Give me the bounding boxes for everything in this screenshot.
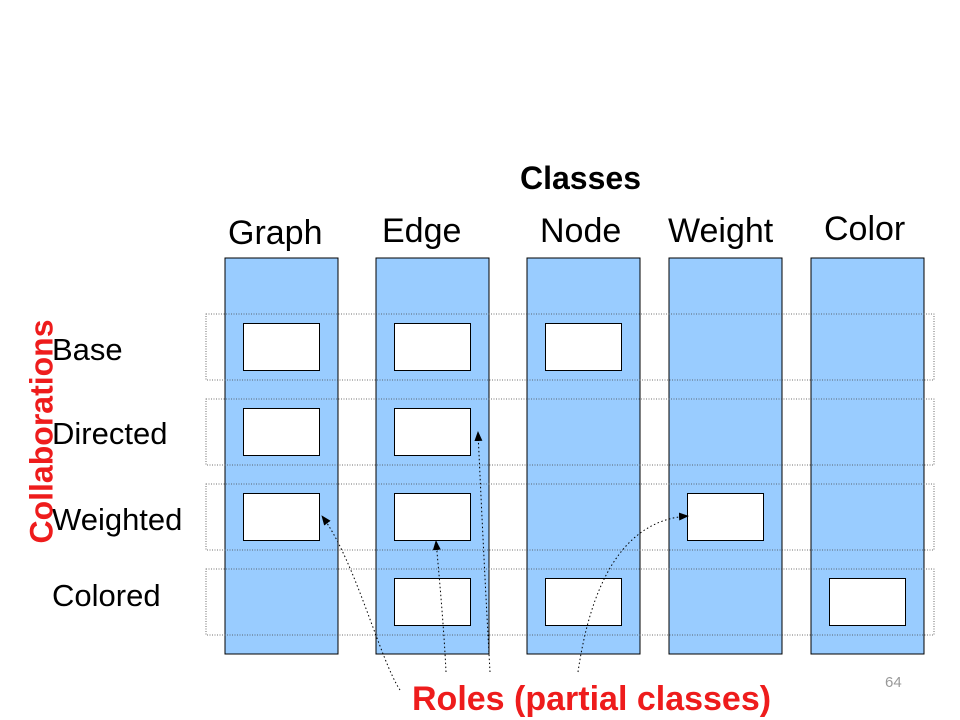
- role-box-graph-weighted: [243, 493, 320, 541]
- diagram-title: Classes: [520, 160, 641, 196]
- class-label-weight: Weight: [668, 212, 774, 250]
- role-box-edge-directed: [394, 408, 471, 456]
- role-box-edge-colored: [394, 578, 471, 626]
- arrow-to-graph-weighted: [321, 515, 401, 691]
- arrow-to-edge-weighted: [432, 540, 447, 673]
- collaboration-label-base: Base: [52, 332, 123, 367]
- collaboration-band-base: [205, 313, 935, 381]
- role-box-graph-base: [243, 323, 320, 371]
- role-box-node-base: [545, 323, 622, 371]
- collaboration-label-colored: Colored: [52, 578, 161, 613]
- class-label-color: Color: [824, 210, 906, 248]
- class-label-edge: Edge: [382, 212, 462, 250]
- class-column-weight: [668, 257, 783, 655]
- arrow-to-edge-directed: [474, 431, 491, 673]
- class-label-graph: Graph: [228, 214, 323, 252]
- role-box-color-colored: [829, 578, 906, 626]
- collaboration-band-directed: [205, 398, 935, 466]
- collaboration-label-directed: Directed: [52, 416, 168, 451]
- role-boxes: [243, 323, 906, 626]
- class-label-node: Node: [540, 212, 622, 250]
- role-pointer-arrows: [321, 431, 689, 691]
- role-box-graph-directed: [243, 408, 320, 456]
- page-number: 64: [885, 674, 902, 691]
- role-box-node-colored: [545, 578, 622, 626]
- collaborations-axis-label: Collaborations: [23, 319, 60, 544]
- role-box-edge-base: [394, 323, 471, 371]
- role-box-edge-weighted: [394, 493, 471, 541]
- role-box-weight-weighted: [687, 493, 764, 541]
- roles-caption: Roles (partial classes): [412, 680, 772, 718]
- collaboration-band-weighted: [205, 483, 935, 551]
- collaboration-band-colored: [205, 568, 935, 636]
- collaboration-rows: [205, 313, 935, 636]
- arrow-to-weight-weighted: [577, 512, 689, 673]
- collaboration-label-weighted: Weighted: [52, 502, 183, 537]
